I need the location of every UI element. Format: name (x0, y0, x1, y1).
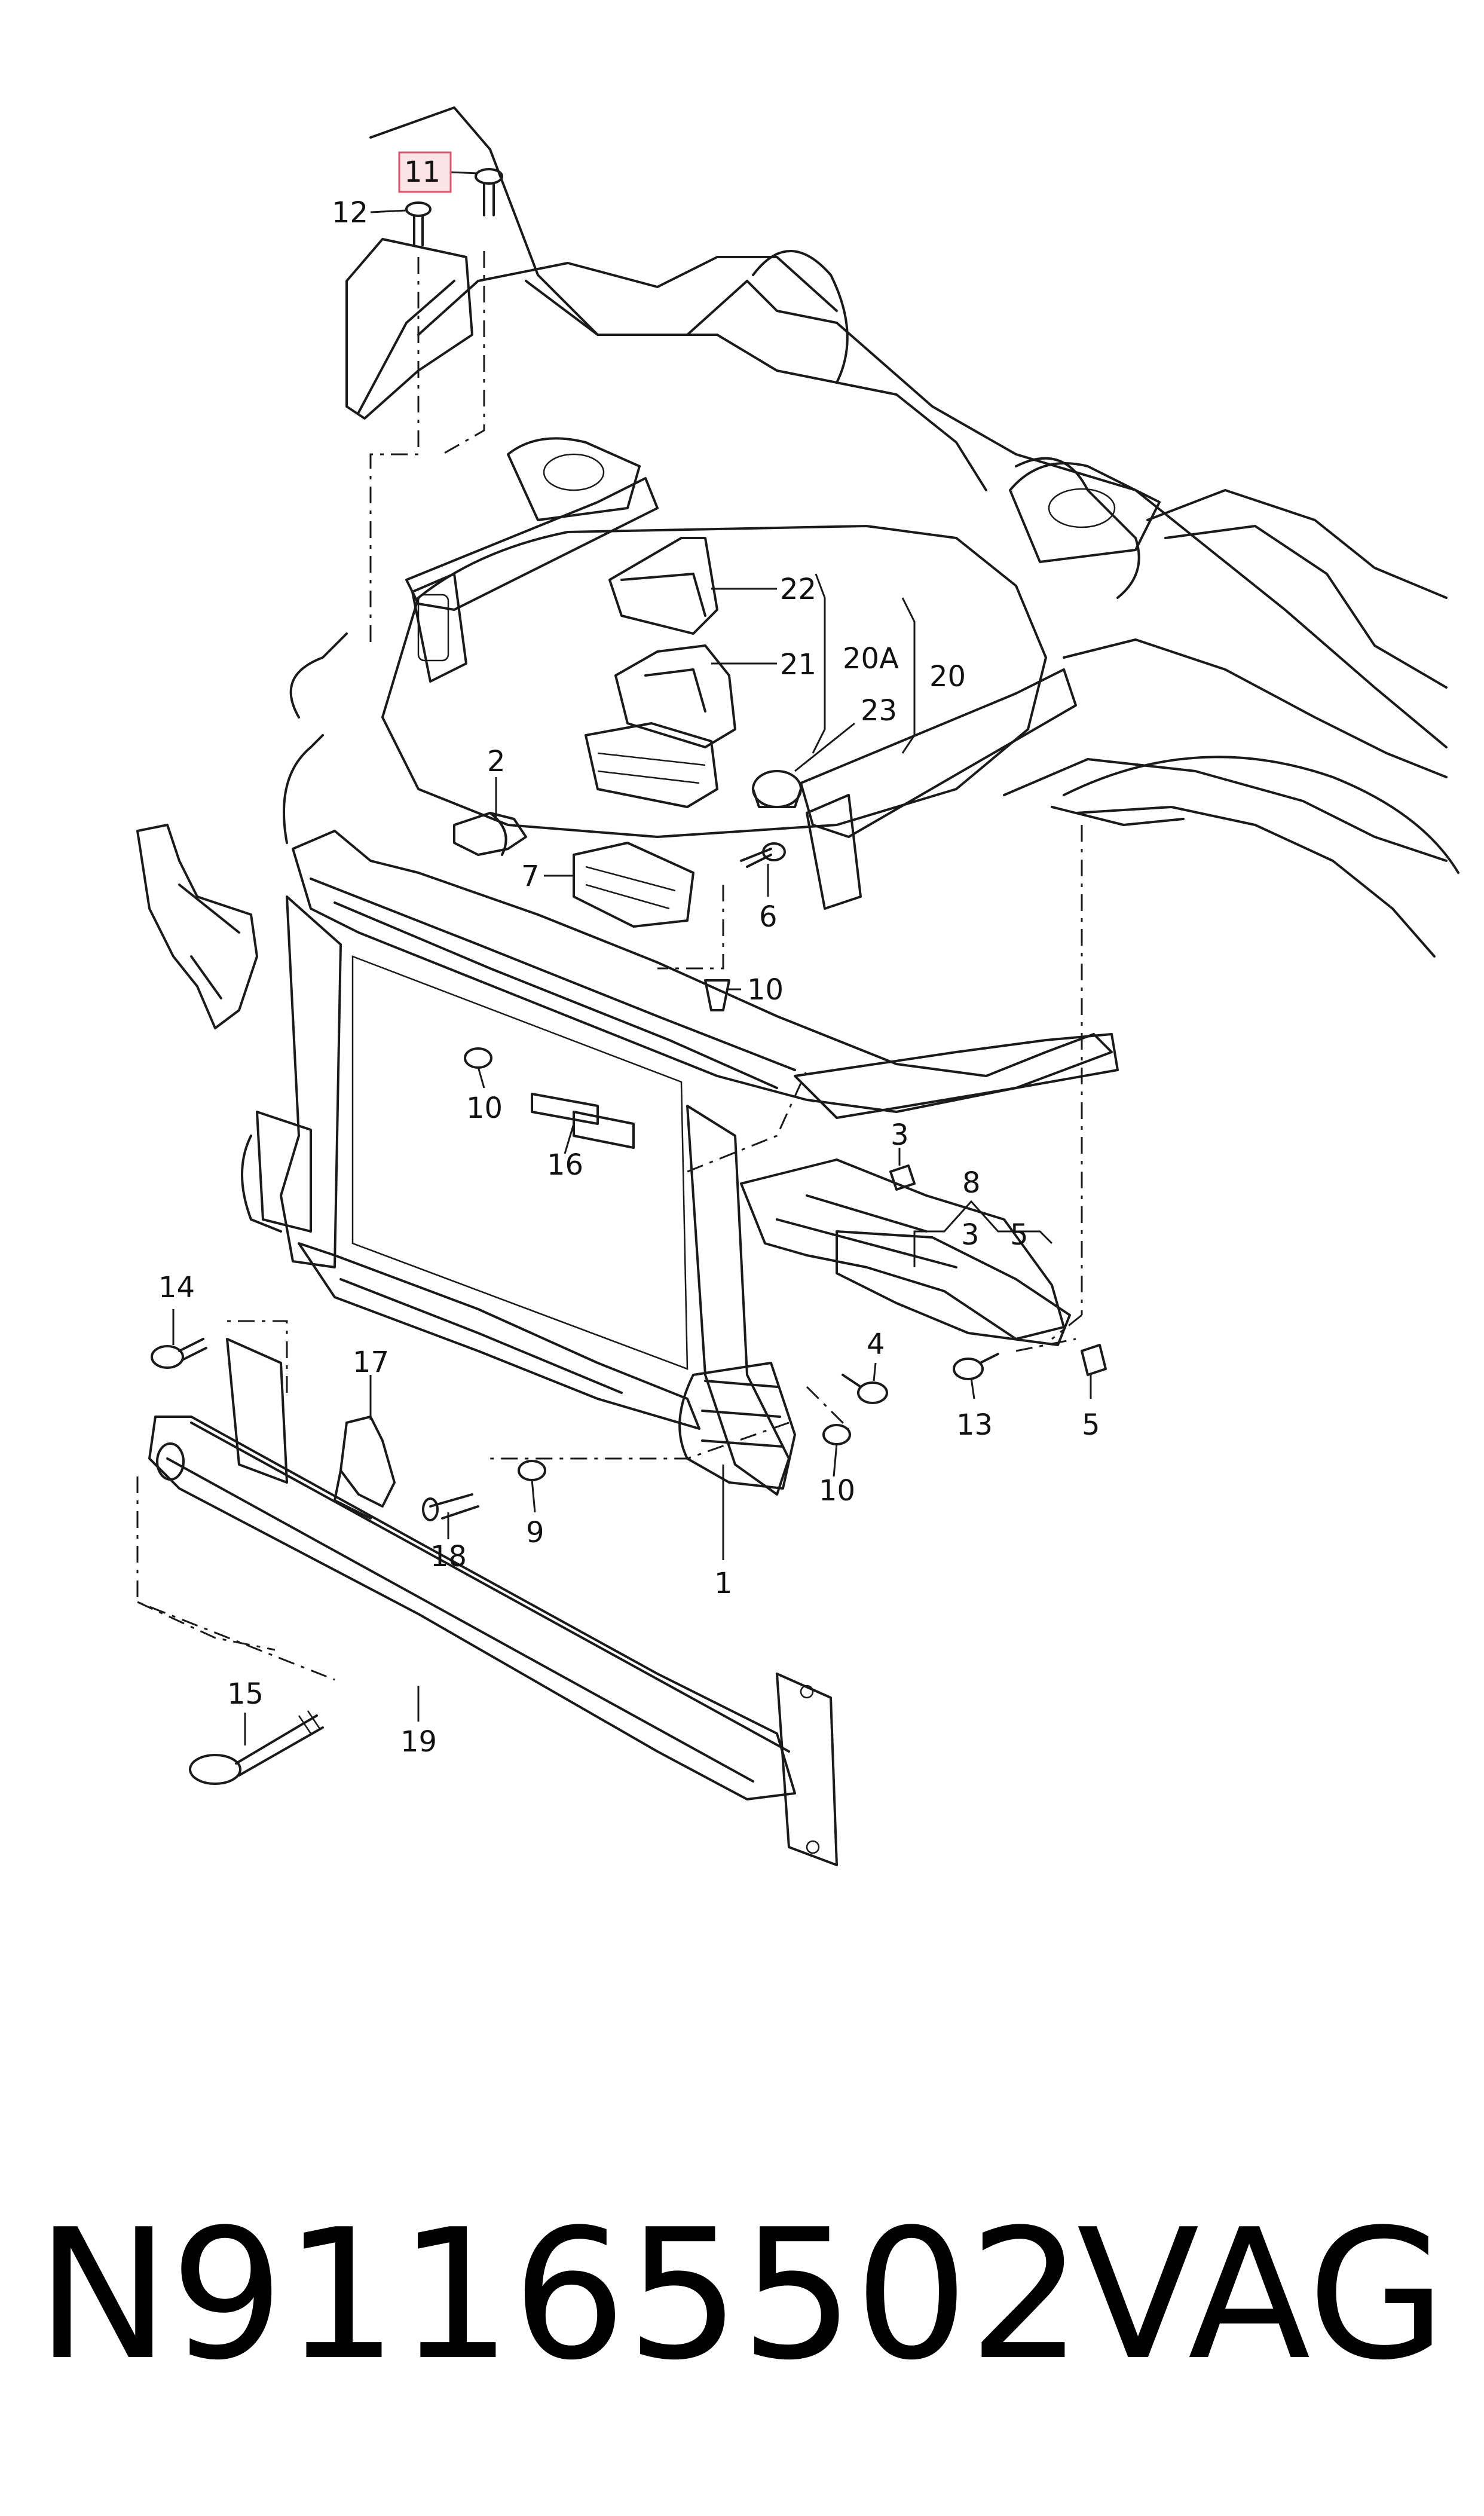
callout-13: 13 (956, 1408, 993, 1442)
brand-name: VAG (1076, 2191, 1446, 2399)
lock-carrier-part-1 (136, 238, 1119, 1496)
callout-21: 21 (780, 648, 816, 681)
part-caption: N91165502 VAG (36, 2176, 1458, 2415)
callout-17: 17 (353, 1346, 389, 1379)
callout-2: 2 (487, 745, 506, 778)
part-number: N91165502 (36, 2191, 1083, 2399)
leader-lines (172, 171, 1092, 1745)
callout-10-upper: 10 (747, 973, 784, 1007)
callout-9: 9 (526, 1516, 544, 1549)
callout-4: 4 (867, 1328, 885, 1361)
callout-labels: 11 12 22 21 20A 20 23 2 7 6 10 10 16 3 8… (158, 155, 1100, 1759)
callout-10-left: 10 (466, 1092, 503, 1125)
callout-11-highlight (398, 151, 452, 193)
callout-19: 19 (400, 1725, 437, 1759)
fasteners (151, 168, 1107, 1785)
callout-10-right: 10 (819, 1474, 855, 1508)
bracket-parts (333, 812, 1071, 1520)
callout-20A: 20A (843, 642, 899, 675)
callout-8: 8 (962, 1166, 981, 1200)
callout-6: 6 (759, 900, 778, 934)
car-body-structure (369, 106, 1459, 958)
callout-14: 14 (158, 1271, 195, 1304)
callout-15: 15 (227, 1677, 264, 1711)
bumper-carrier-part-19 (148, 1338, 838, 1866)
callout-7: 7 (521, 860, 540, 893)
air-guide-assembly (585, 537, 802, 808)
callout-23: 23 (861, 694, 897, 727)
callout-3-sub: 3 (961, 1218, 980, 1252)
callout-5-sub: 5 (1010, 1218, 1029, 1252)
callout-5-lower: 5 (1082, 1408, 1100, 1442)
callout-16: 16 (547, 1148, 583, 1182)
callout-11: 11 (404, 155, 440, 189)
callout-22: 22 (780, 573, 816, 606)
callout-12: 12 (332, 196, 368, 230)
callout-1: 1 (714, 1567, 733, 1600)
callout-18: 18 (430, 1540, 467, 1573)
callout-20: 20 (929, 660, 966, 693)
callout-3-top: 3 (891, 1118, 909, 1152)
